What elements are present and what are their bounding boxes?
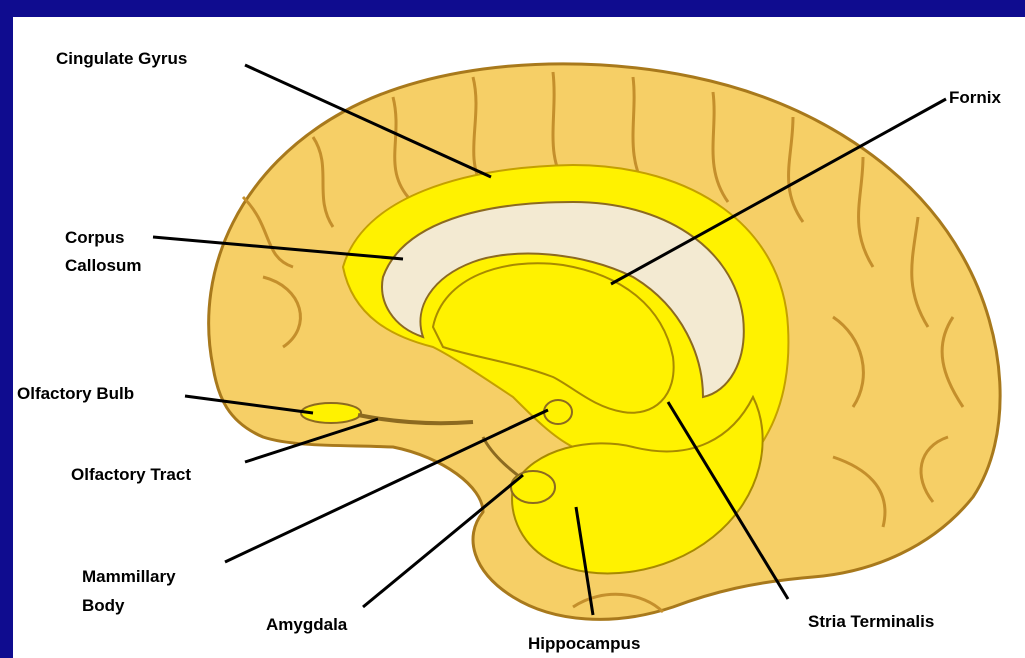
label-corpus-callosum-line2: Callosum [65, 255, 142, 277]
label-stria-terminalis: Stria Terminalis [808, 611, 934, 633]
label-hippocampus: Hippocampus [528, 633, 640, 655]
label-cingulate-gyrus: Cingulate Gyrus [56, 48, 187, 70]
label-amygdala: Amygdala [266, 614, 347, 636]
label-mammillary-body-line2: Body [82, 595, 125, 617]
label-olfactory-bulb: Olfactory Bulb [17, 383, 134, 405]
label-corpus-callosum-line1: Corpus [65, 227, 125, 249]
label-mammillary-body-line1: Mammillary [82, 566, 176, 588]
brain-illustration [13, 17, 1025, 658]
mammillary-body [544, 400, 572, 424]
label-olfactory-tract: Olfactory Tract [71, 464, 191, 486]
amygdala-shape [511, 471, 555, 503]
diagram-panel: Cingulate Gyrus Fornix Corpus Callosum O… [13, 17, 1025, 658]
label-fornix: Fornix [949, 87, 1001, 109]
